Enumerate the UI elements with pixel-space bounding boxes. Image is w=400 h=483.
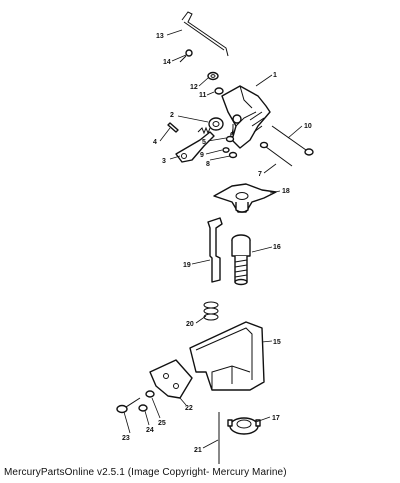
part-3-lever-arm[interactable]: [175, 131, 215, 163]
part-25-washer[interactable]: [145, 390, 155, 398]
callout-23: 23: [122, 435, 130, 442]
part-24-lock-washer[interactable]: [138, 404, 148, 412]
part-10-long-bolt[interactable]: [271, 125, 314, 156]
callout-25: 25: [158, 420, 166, 427]
part-20-spring[interactable]: [203, 301, 219, 321]
part-12-nut[interactable]: [207, 71, 219, 81]
part-14-screw[interactable]: [179, 49, 193, 63]
exploded-view-svg: 13 14 12 11 1 2 4 3 5 6 8 9 10 7 18 16 1…: [116, 11, 314, 464]
part-18-wing-knob[interactable]: [213, 183, 277, 213]
callout-4: 4: [153, 139, 157, 146]
callout-2: 2: [170, 112, 174, 119]
callout-1: 1: [273, 72, 277, 79]
callout-6: 6: [230, 132, 234, 139]
callout-3: 3: [162, 158, 166, 165]
part-1-clamp-bracket[interactable]: [221, 85, 271, 149]
callout-22: 22: [185, 405, 193, 412]
callout-17: 17: [272, 415, 280, 422]
copyright-caption: MercuryPartsOnline v2.5.1 (Image Copyrig…: [4, 467, 287, 478]
callout-14: 14: [163, 59, 171, 66]
callout-10: 10: [304, 123, 312, 130]
part-8-nut[interactable]: [228, 151, 238, 159]
part-11-washer[interactable]: [214, 87, 224, 95]
part-17-collar-ring[interactable]: [227, 417, 261, 435]
part-2-knob-spring[interactable]: [197, 117, 224, 135]
callout-11: 11: [199, 92, 207, 99]
callout-5: 5: [202, 139, 206, 146]
leader-lines: [123, 29, 303, 449]
part-22-mounting-bracket[interactable]: [149, 359, 193, 399]
part-13-bent-rod[interactable]: [181, 11, 229, 57]
callout-20: 20: [186, 321, 194, 328]
callout-21: 21: [194, 447, 202, 454]
callout-12: 12: [190, 84, 198, 91]
callout-9: 9: [200, 152, 204, 159]
callout-labels: 13 14 12 11 1 2 4 3 5 6 8 9 10 7 18 16 1…: [122, 33, 312, 454]
callout-18: 18: [282, 188, 290, 195]
callout-8: 8: [206, 161, 210, 168]
part-9-washer[interactable]: [222, 147, 230, 153]
callout-19: 19: [183, 262, 191, 269]
part-23-bolt[interactable]: [116, 397, 141, 414]
callout-15: 15: [273, 339, 281, 346]
part-15-housing[interactable]: [189, 321, 265, 391]
callout-13: 13: [156, 33, 164, 40]
part-16-threaded-sleeve[interactable]: [231, 234, 251, 286]
part-4-pin[interactable]: [167, 122, 179, 133]
callout-16: 16: [273, 244, 281, 251]
part-5-washer[interactable]: [225, 135, 235, 143]
callout-24: 24: [146, 427, 154, 434]
part-19-plunger[interactable]: [207, 217, 223, 283]
part-7-shaft[interactable]: [259, 141, 293, 167]
callout-7: 7: [258, 171, 262, 178]
